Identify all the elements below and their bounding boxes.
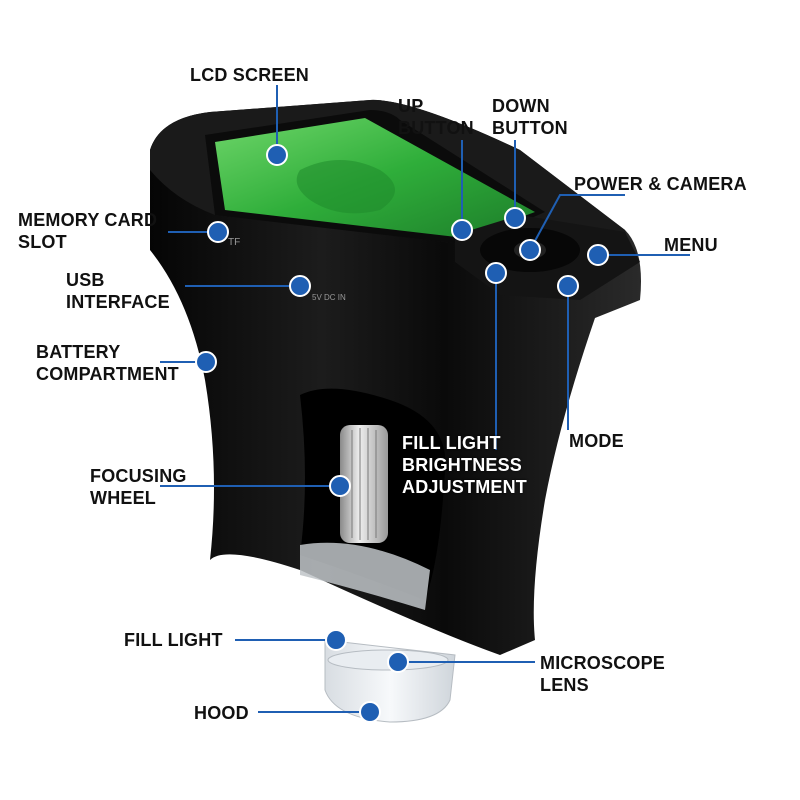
dot-up: [451, 219, 473, 241]
dot-usb: [289, 275, 311, 297]
dot-fill-brightness: [485, 262, 507, 284]
label-fill-light-brightness: FILL LIGHT BRIGHTNESS ADJUSTMENT: [402, 433, 528, 497]
dot-focus: [329, 475, 351, 497]
dot-power: [519, 239, 541, 261]
label-mode: MODE: [569, 431, 624, 451]
label-microscope-lens: MICROSCOPE LENS: [540, 653, 666, 695]
dot-lens: [387, 651, 409, 673]
label-up-button: UP BUTTON: [398, 96, 474, 138]
dot-mode: [557, 275, 579, 297]
callout-line-power: [529, 194, 625, 251]
label-power-camera: POWER & CAMERA: [574, 174, 747, 194]
label-battery-compartment: BATTERY COMPARTMENT: [36, 342, 179, 384]
dot-battery: [195, 351, 217, 373]
dot-lcd: [266, 144, 288, 166]
dot-memory: [207, 221, 229, 243]
label-hood: HOOD: [194, 703, 249, 723]
lens-housing: [300, 542, 430, 610]
label-focusing-wheel: FOCUSING WHEEL: [90, 466, 187, 508]
label-usb-interface: USB INTERFACE: [66, 270, 170, 312]
dot-menu: [587, 244, 609, 266]
dot-hood: [359, 701, 381, 723]
label-lcd-screen: LCD SCREEN: [190, 65, 310, 85]
label-menu: MENU: [664, 235, 718, 255]
dot-fill-light: [325, 629, 347, 651]
port-marking: 5V DC IN: [312, 293, 346, 302]
label-fill-light: FILL LIGHT: [124, 630, 223, 650]
label-down-button: DOWN BUTTON: [492, 96, 568, 138]
dot-down: [504, 207, 526, 229]
card-marking: TF: [228, 237, 240, 248]
label-memory-card-slot: MEMORY CARD SLOT: [18, 210, 158, 252]
